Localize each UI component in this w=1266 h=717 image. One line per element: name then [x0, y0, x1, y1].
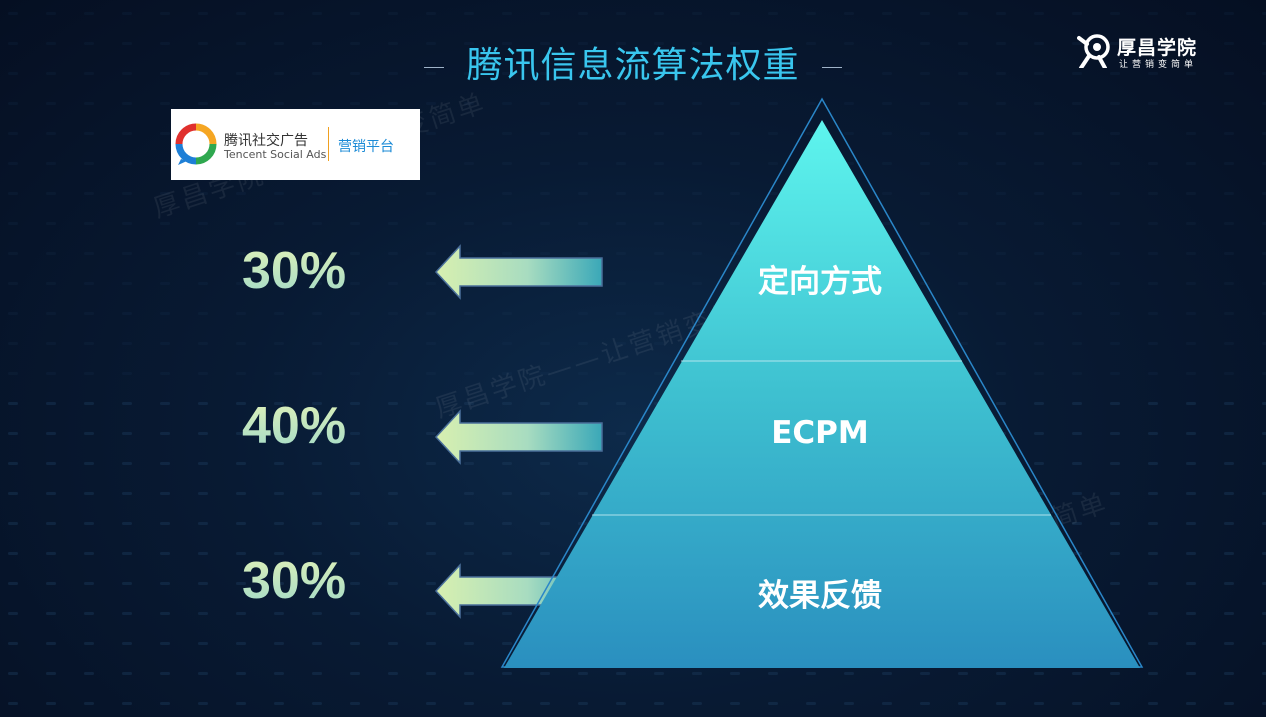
weight-percent-feedback: 30% [242, 551, 362, 611]
partner-name-cn: 腾讯社交广告 [224, 133, 308, 149]
arrow-left-icon [434, 244, 603, 300]
pyramid-body [504, 120, 1140, 668]
brand-mascot-icon [1077, 34, 1110, 68]
brand-slogan: 让营销变简单 [1119, 60, 1198, 70]
slide-title-text: 腾讯信息流算法权重 [466, 45, 800, 86]
slide-title: 腾讯信息流算法权重 [0, 36, 1266, 88]
pyramid-tier-feedback: 效果反馈 [758, 578, 882, 614]
weight-percent-ecpm: 40% [242, 396, 362, 456]
partner-platform: 营销平台 [338, 139, 394, 155]
arrow-left-icon [434, 409, 603, 465]
brand-logo: 厚昌学院 让营销变简单 [1077, 30, 1207, 72]
title-dash-left [424, 66, 445, 68]
partner-name-en: Tencent Social Ads [224, 148, 327, 161]
tencent-social-ads-logo: 腾讯社交广告 Tencent Social Ads 营销平台 [171, 109, 420, 180]
partner-divider [328, 127, 329, 161]
weight-percent-targeting: 30% [242, 241, 362, 301]
brand-name: 厚昌学院 [1117, 37, 1198, 59]
title-dash-right [821, 66, 842, 68]
tencent-social-ads-icon [175, 123, 217, 165]
weight-pyramid [500, 97, 1144, 668]
pyramid-tier-targeting: 定向方式 [758, 264, 882, 300]
pyramid-tier-ecpm: ECPM [771, 415, 869, 451]
